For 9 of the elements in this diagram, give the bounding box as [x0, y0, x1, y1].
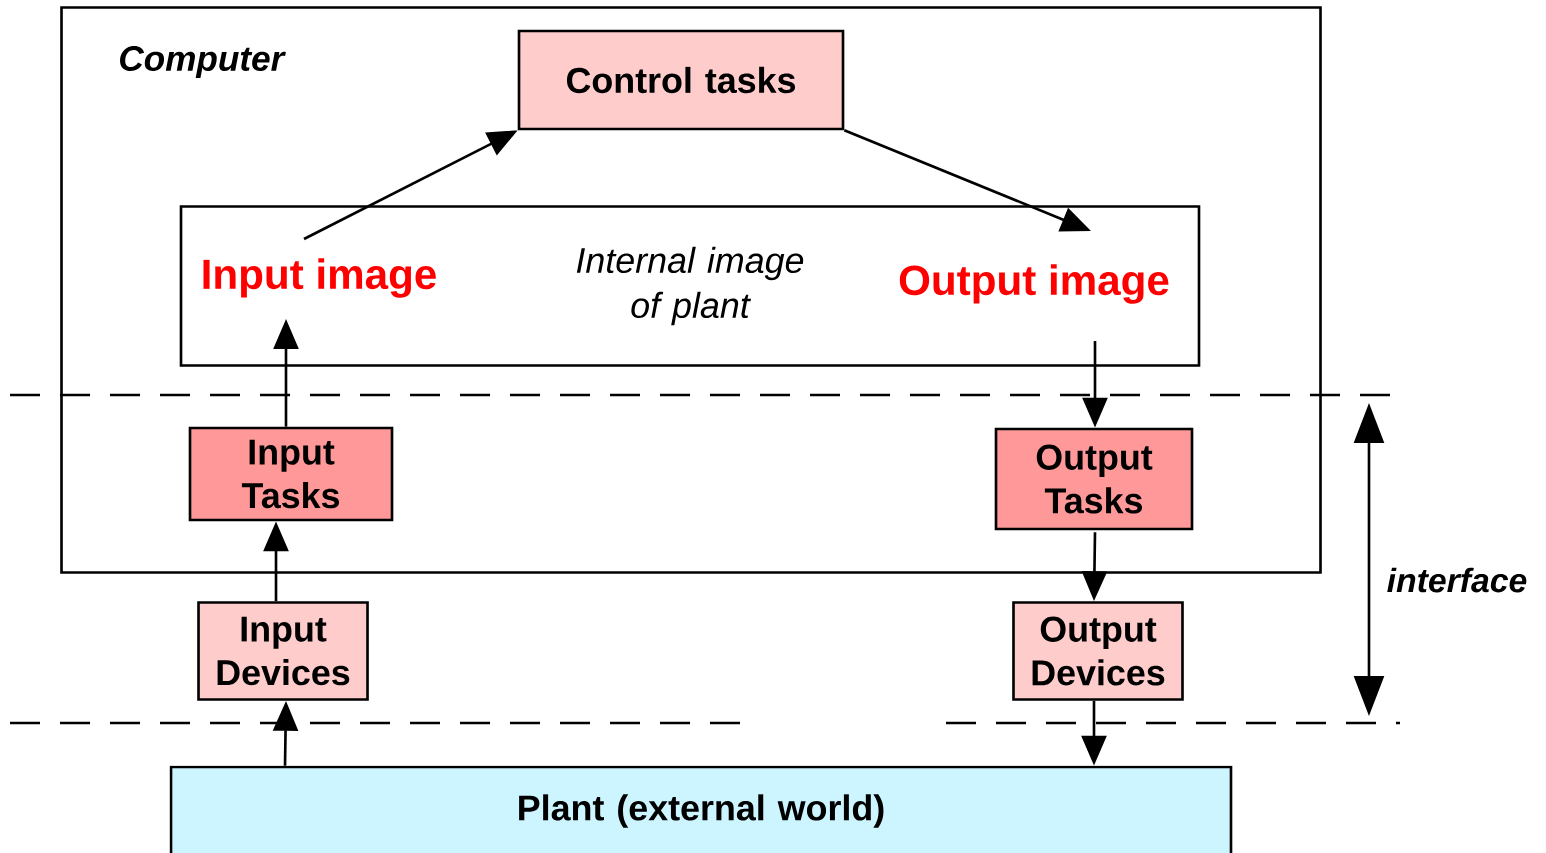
process-box: Control tasks — [517, 29, 845, 131]
image-label: Input image — [203, 258, 436, 298]
process-box: Output Tasks — [994, 427, 1194, 531]
process-box: Input Devices — [197, 601, 369, 701]
process-box: Output Devices — [1012, 601, 1184, 701]
image-label: Output image — [899, 264, 1169, 304]
process-box: Plant (external world) — [169, 765, 1233, 853]
process-box: Input Tasks — [188, 426, 394, 522]
axis-label: interface — [1387, 567, 1527, 593]
